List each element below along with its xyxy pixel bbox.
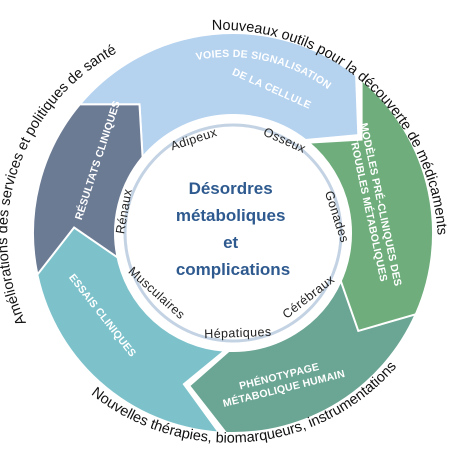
organ-label-hepatiques: Hépatiques bbox=[204, 325, 272, 341]
center-disc bbox=[123, 123, 343, 343]
segment-arrow-voies bbox=[77, 32, 360, 160]
segment-arrow-phenotypage bbox=[187, 278, 418, 434]
cycle-segments bbox=[32, 32, 435, 434]
segment-arrow-resultats bbox=[32, 103, 144, 277]
center-title: Désordres métaboliques et complications bbox=[176, 179, 290, 279]
